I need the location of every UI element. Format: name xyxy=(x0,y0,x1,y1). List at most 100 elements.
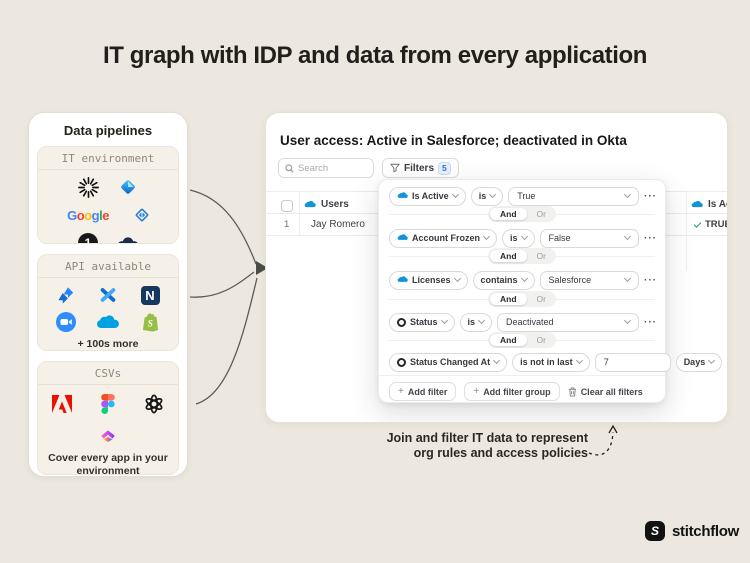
chevron-down-icon xyxy=(451,190,459,199)
filter-more-button[interactable]: ··· xyxy=(644,232,657,244)
users-column-header[interactable]: Users xyxy=(304,199,349,210)
filter-operator-dropdown[interactable]: is xyxy=(459,312,493,332)
filter-field-dropdown[interactable]: Licenses xyxy=(389,270,468,290)
filter-field-dropdown[interactable]: Account Frozen xyxy=(389,228,498,248)
chevron-down-icon xyxy=(623,316,632,325)
or-button[interactable]: Or xyxy=(536,335,546,345)
column-divider xyxy=(299,191,300,237)
filter-field-dropdown[interactable]: Status xyxy=(389,312,455,332)
chevron-down-icon xyxy=(520,232,528,241)
pipeline-arrows xyxy=(189,189,268,405)
filter-more-button[interactable]: ··· xyxy=(644,274,657,286)
chevron-down-icon xyxy=(440,316,448,325)
filter-more-button[interactable]: ··· xyxy=(644,316,657,328)
add-filter-button[interactable]: Add filter xyxy=(389,382,457,401)
annotation-caption: Join and filter IT data to represent org… xyxy=(386,431,588,460)
clear-all-filters-button[interactable]: Clear all filters xyxy=(568,387,643,397)
chevron-down-icon xyxy=(708,356,716,365)
data-pipelines-card: Data pipelines IT environment xyxy=(28,112,188,477)
filter-field-dropdown[interactable]: Is Active xyxy=(389,186,466,206)
stitchflow-wordmark: stitchflow xyxy=(672,522,739,540)
and-button[interactable]: And xyxy=(490,334,527,346)
figma-icon xyxy=(96,393,120,415)
is-active-column-header[interactable]: Is Ac xyxy=(691,199,727,210)
filter-value-dropdown[interactable]: Salesforce xyxy=(539,270,639,290)
trash-icon xyxy=(568,387,576,396)
filter-operator-dropdown[interactable]: is xyxy=(470,186,504,206)
row-user-name[interactable]: Jay Romero xyxy=(311,219,365,230)
and-or-toggle: And Or xyxy=(488,332,556,348)
filter-operator-dropdown[interactable]: is not in last xyxy=(512,352,590,372)
sidebar-title: Data pipelines xyxy=(63,123,153,138)
filter-more-button[interactable]: ··· xyxy=(727,357,728,368)
salesforce-cloud-icon xyxy=(397,234,408,240)
filter-field-dropdown[interactable]: Status Changed At xyxy=(389,352,508,372)
plus-icon xyxy=(398,386,404,397)
stitchflow-brand: S stitchflow xyxy=(645,521,739,541)
openai-icon xyxy=(142,393,166,415)
and-button[interactable]: And xyxy=(490,250,527,262)
okta-ring-icon xyxy=(397,317,406,327)
shopify-icon: S xyxy=(138,311,162,333)
add-filter-group-button[interactable]: Add filter group xyxy=(464,382,560,401)
filter-value-dropdown[interactable]: True xyxy=(508,186,639,206)
page-title: IT graph with IDP and data from every ap… xyxy=(102,42,648,69)
zoom-icon xyxy=(54,311,78,333)
chevron-down-icon xyxy=(623,232,632,241)
search-icon xyxy=(285,163,294,173)
chevron-down-icon xyxy=(575,356,583,365)
filter-unit-dropdown[interactable]: Days xyxy=(675,352,723,372)
and-or-toggle: And Or xyxy=(488,206,556,222)
and-button[interactable]: And xyxy=(490,293,527,305)
filters-button[interactable]: Filters 5 xyxy=(382,158,459,178)
or-button[interactable]: Or xyxy=(536,294,546,304)
users-column-label: Users xyxy=(321,199,349,210)
azure-ad-icon xyxy=(130,204,154,226)
section-api-note: + 100s more xyxy=(77,338,139,350)
and-or-toggle: And Or xyxy=(488,291,556,307)
search-input[interactable] xyxy=(298,162,362,174)
salesforce-cloud-icon xyxy=(397,276,408,282)
netsuite-icon: N xyxy=(138,284,162,306)
or-button[interactable]: Or xyxy=(536,209,546,219)
jumpcloud-icon xyxy=(116,232,140,243)
adobe-icon xyxy=(50,393,74,415)
row-is-active-value: TRUE xyxy=(693,219,727,230)
search-box[interactable] xyxy=(278,158,374,178)
section-csvs-label: CSVs xyxy=(38,362,178,385)
check-icon xyxy=(693,219,702,228)
microsoft-entra-icon xyxy=(116,176,140,198)
filter-more-button[interactable]: ··· xyxy=(644,190,657,202)
select-all-checkbox[interactable] xyxy=(281,200,293,212)
chevron-down-icon xyxy=(477,316,486,325)
filters-count-badge: 5 xyxy=(438,161,451,175)
salesforce-cloud-icon xyxy=(304,200,316,207)
salesforce-cloud-icon xyxy=(397,192,408,198)
filter-value-dropdown[interactable]: False xyxy=(539,228,639,248)
dashed-arrow xyxy=(588,424,618,456)
chevron-down-icon xyxy=(482,232,491,241)
jira-icon xyxy=(54,284,78,306)
row-index: 1 xyxy=(284,219,290,230)
filter-value-input[interactable]: 7 xyxy=(594,352,671,372)
filter-popover-footer: Add filter Add filter group Clear all fi… xyxy=(379,375,665,407)
chevron-down-icon xyxy=(453,274,461,283)
filter-operator-dropdown[interactable]: is xyxy=(502,228,535,248)
user-access-panel: User access: Active in Salesforce; deact… xyxy=(265,112,728,423)
or-button[interactable]: Or xyxy=(536,251,546,261)
filter-operator-dropdown[interactable]: contains xyxy=(472,270,535,290)
salesforce-icon xyxy=(96,311,120,333)
and-button[interactable]: And xyxy=(490,208,527,220)
funnel-icon xyxy=(390,163,400,173)
is-active-column-label: Is Ac xyxy=(708,199,727,210)
filter-value-dropdown[interactable]: Deactivated xyxy=(497,312,639,332)
chevron-down-icon xyxy=(489,190,497,199)
section-it-environment-label: IT environment xyxy=(38,147,178,170)
and-or-toggle: And Or xyxy=(488,248,556,264)
section-api-available: API available N xyxy=(37,254,179,351)
chevron-down-icon xyxy=(623,190,632,199)
salesforce-cloud-icon xyxy=(691,200,703,207)
